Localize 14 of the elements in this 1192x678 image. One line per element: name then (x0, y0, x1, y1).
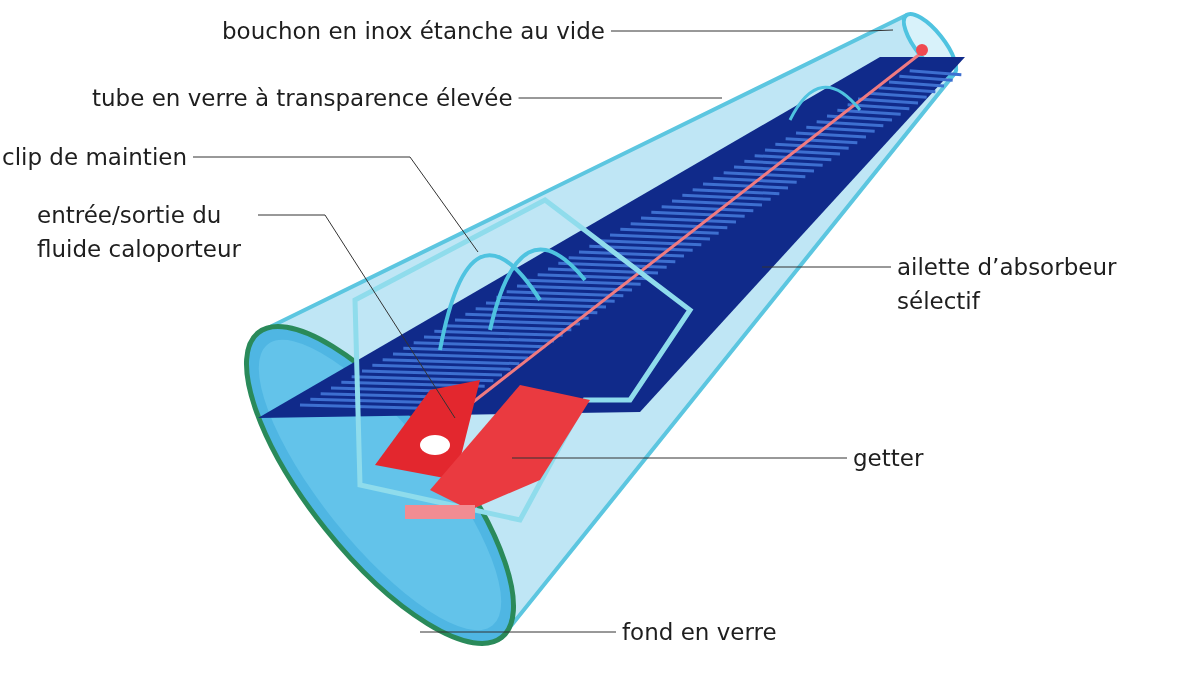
part-label: tube en verre à transparence élevée (92, 81, 513, 115)
leader-line (419, 631, 617, 633)
part-label: entrée/sortie du fluide caloporteur (37, 198, 252, 266)
part-label: ailette d’absorbeur sélectif (897, 250, 1132, 318)
part-label: fond en verre (622, 615, 777, 649)
leader-line (761, 266, 892, 268)
leader-line (518, 97, 723, 99)
leader-line (610, 29, 894, 32)
leader-line (511, 457, 848, 459)
part-label: clip de maintien (2, 140, 187, 174)
leader-line (257, 214, 456, 419)
part-label: bouchon en inox étanche au vide (222, 14, 605, 48)
part-label: getter (853, 441, 924, 475)
leader-line (192, 156, 479, 253)
